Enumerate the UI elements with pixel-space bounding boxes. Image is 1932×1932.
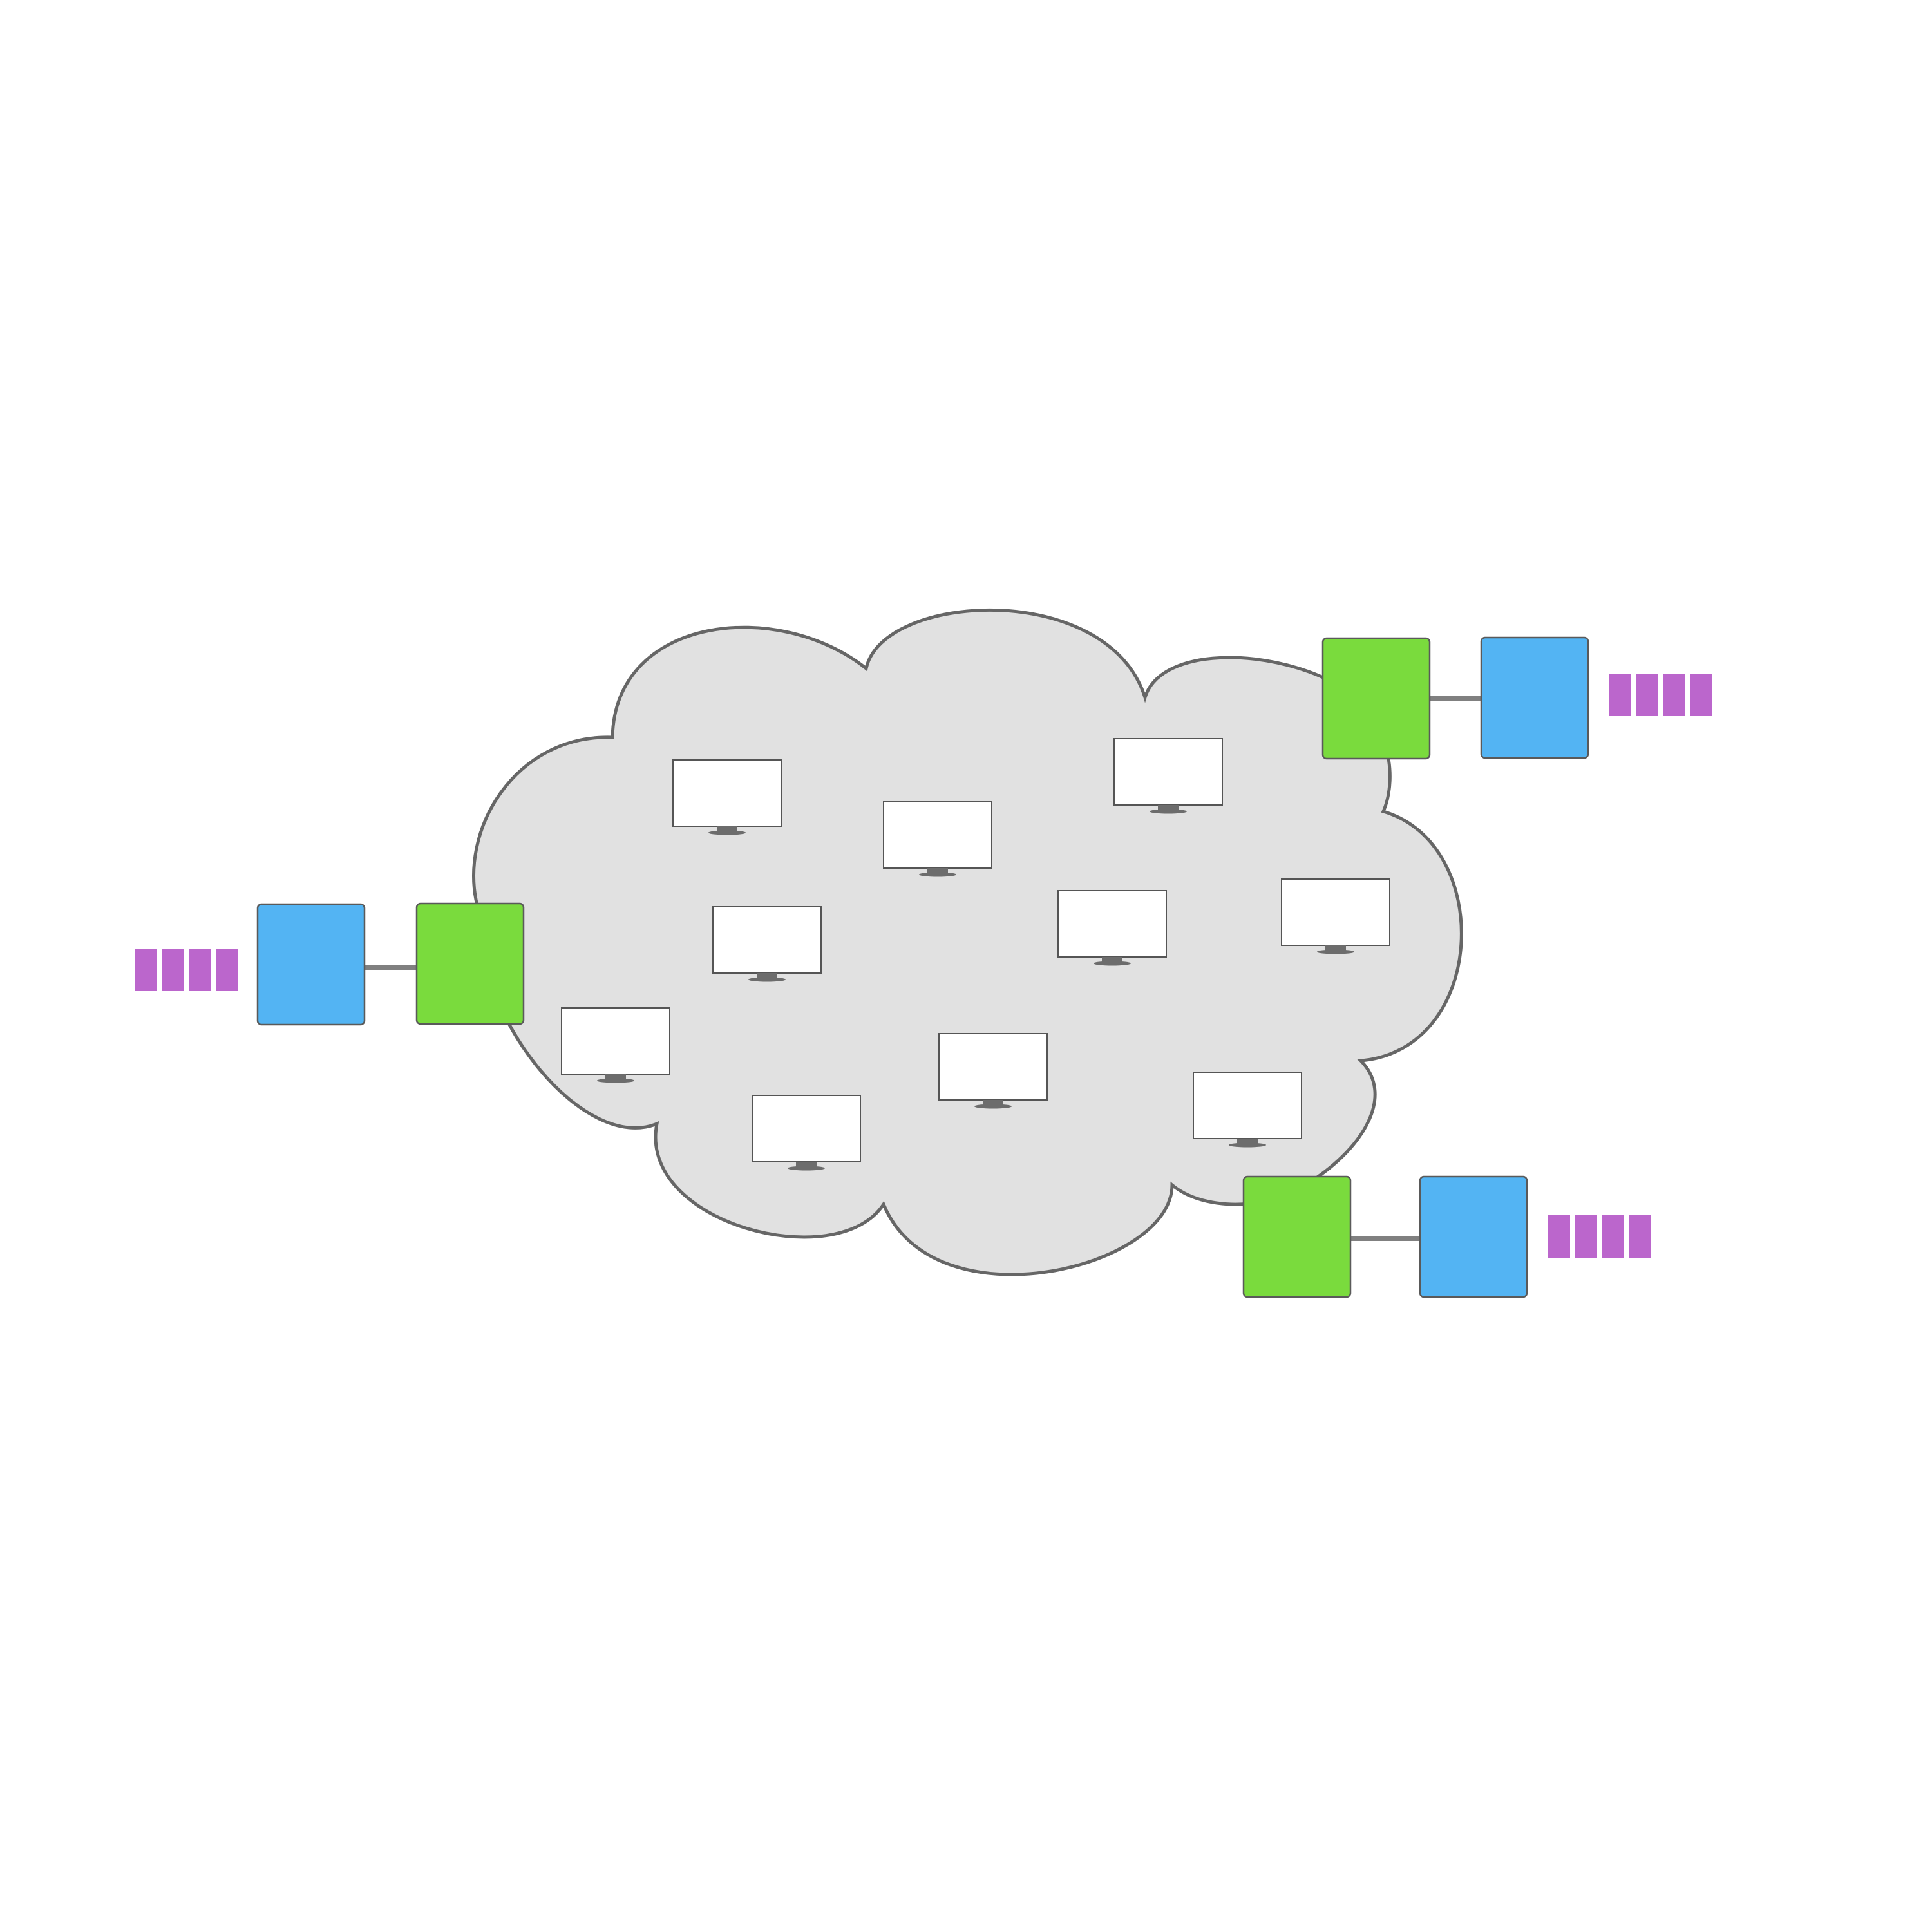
monitor-icon — [1057, 890, 1167, 966]
monitor-screen — [561, 1007, 670, 1075]
computers-group — [561, 738, 1390, 1171]
monitor-base — [748, 977, 786, 982]
monitor-icon — [752, 1095, 861, 1171]
monitor-screen — [883, 801, 992, 869]
monitor-icon — [1193, 1072, 1302, 1148]
monitor-icon — [1281, 878, 1390, 954]
queue — [1548, 1215, 1651, 1258]
monitor-icon — [1113, 738, 1223, 814]
gateway-top-right — [1321, 636, 1712, 760]
queue-block — [1602, 1215, 1624, 1258]
monitor-icon — [883, 801, 992, 877]
gateway-left — [135, 902, 525, 1026]
monitor-neck — [605, 1074, 626, 1080]
monitor-icon — [672, 759, 782, 835]
queue-block — [1636, 674, 1658, 716]
queue-block — [1690, 674, 1712, 716]
blue-node — [256, 903, 366, 1026]
queue-block — [1548, 1215, 1570, 1258]
queue-block — [1629, 1215, 1651, 1258]
monitor-neck — [927, 868, 948, 874]
monitor-screen — [1113, 738, 1223, 806]
monitor-neck — [796, 1162, 817, 1168]
monitor-screen — [752, 1095, 861, 1162]
monitor-icon — [561, 1007, 670, 1083]
queue-block — [162, 949, 184, 991]
gateways-group — [135, 636, 1712, 1298]
queue-block — [135, 949, 157, 991]
queue-block — [189, 949, 211, 991]
monitor-base — [974, 1104, 1012, 1109]
monitor-base — [788, 1166, 825, 1171]
queue — [135, 949, 238, 991]
monitor-neck — [983, 1100, 1003, 1106]
monitor-base — [1229, 1142, 1266, 1148]
monitor-neck — [1158, 805, 1179, 811]
monitor-base — [1150, 809, 1187, 814]
monitor-screen — [712, 906, 822, 974]
queue-block — [1609, 674, 1631, 716]
monitor-neck — [1237, 1139, 1258, 1144]
monitor-base — [1094, 961, 1131, 966]
monitor-screen — [1057, 890, 1167, 958]
monitor-neck — [1325, 945, 1346, 951]
monitor-screen — [1281, 878, 1390, 946]
monitor-neck — [757, 973, 777, 979]
blue-node — [1480, 636, 1589, 759]
gateway-bottom-right — [1242, 1175, 1651, 1298]
monitor-neck — [1102, 957, 1122, 963]
queue-block — [1663, 674, 1685, 716]
monitor-screen — [938, 1033, 1048, 1101]
queue — [1609, 674, 1712, 716]
monitor-base — [1317, 949, 1354, 954]
queue-block — [1575, 1215, 1597, 1258]
blue-node — [1419, 1175, 1528, 1298]
queue-block — [216, 949, 238, 991]
monitor-base — [919, 872, 956, 877]
green-node — [1242, 1175, 1352, 1298]
green-node — [1321, 637, 1431, 760]
monitor-neck — [717, 826, 737, 832]
monitor-screen — [1193, 1072, 1302, 1139]
monitor-base — [708, 830, 746, 835]
monitor-screen — [672, 759, 782, 827]
monitor-icon — [712, 906, 822, 982]
monitor-base — [597, 1078, 634, 1083]
green-node — [415, 902, 525, 1025]
monitor-icon — [938, 1033, 1048, 1109]
